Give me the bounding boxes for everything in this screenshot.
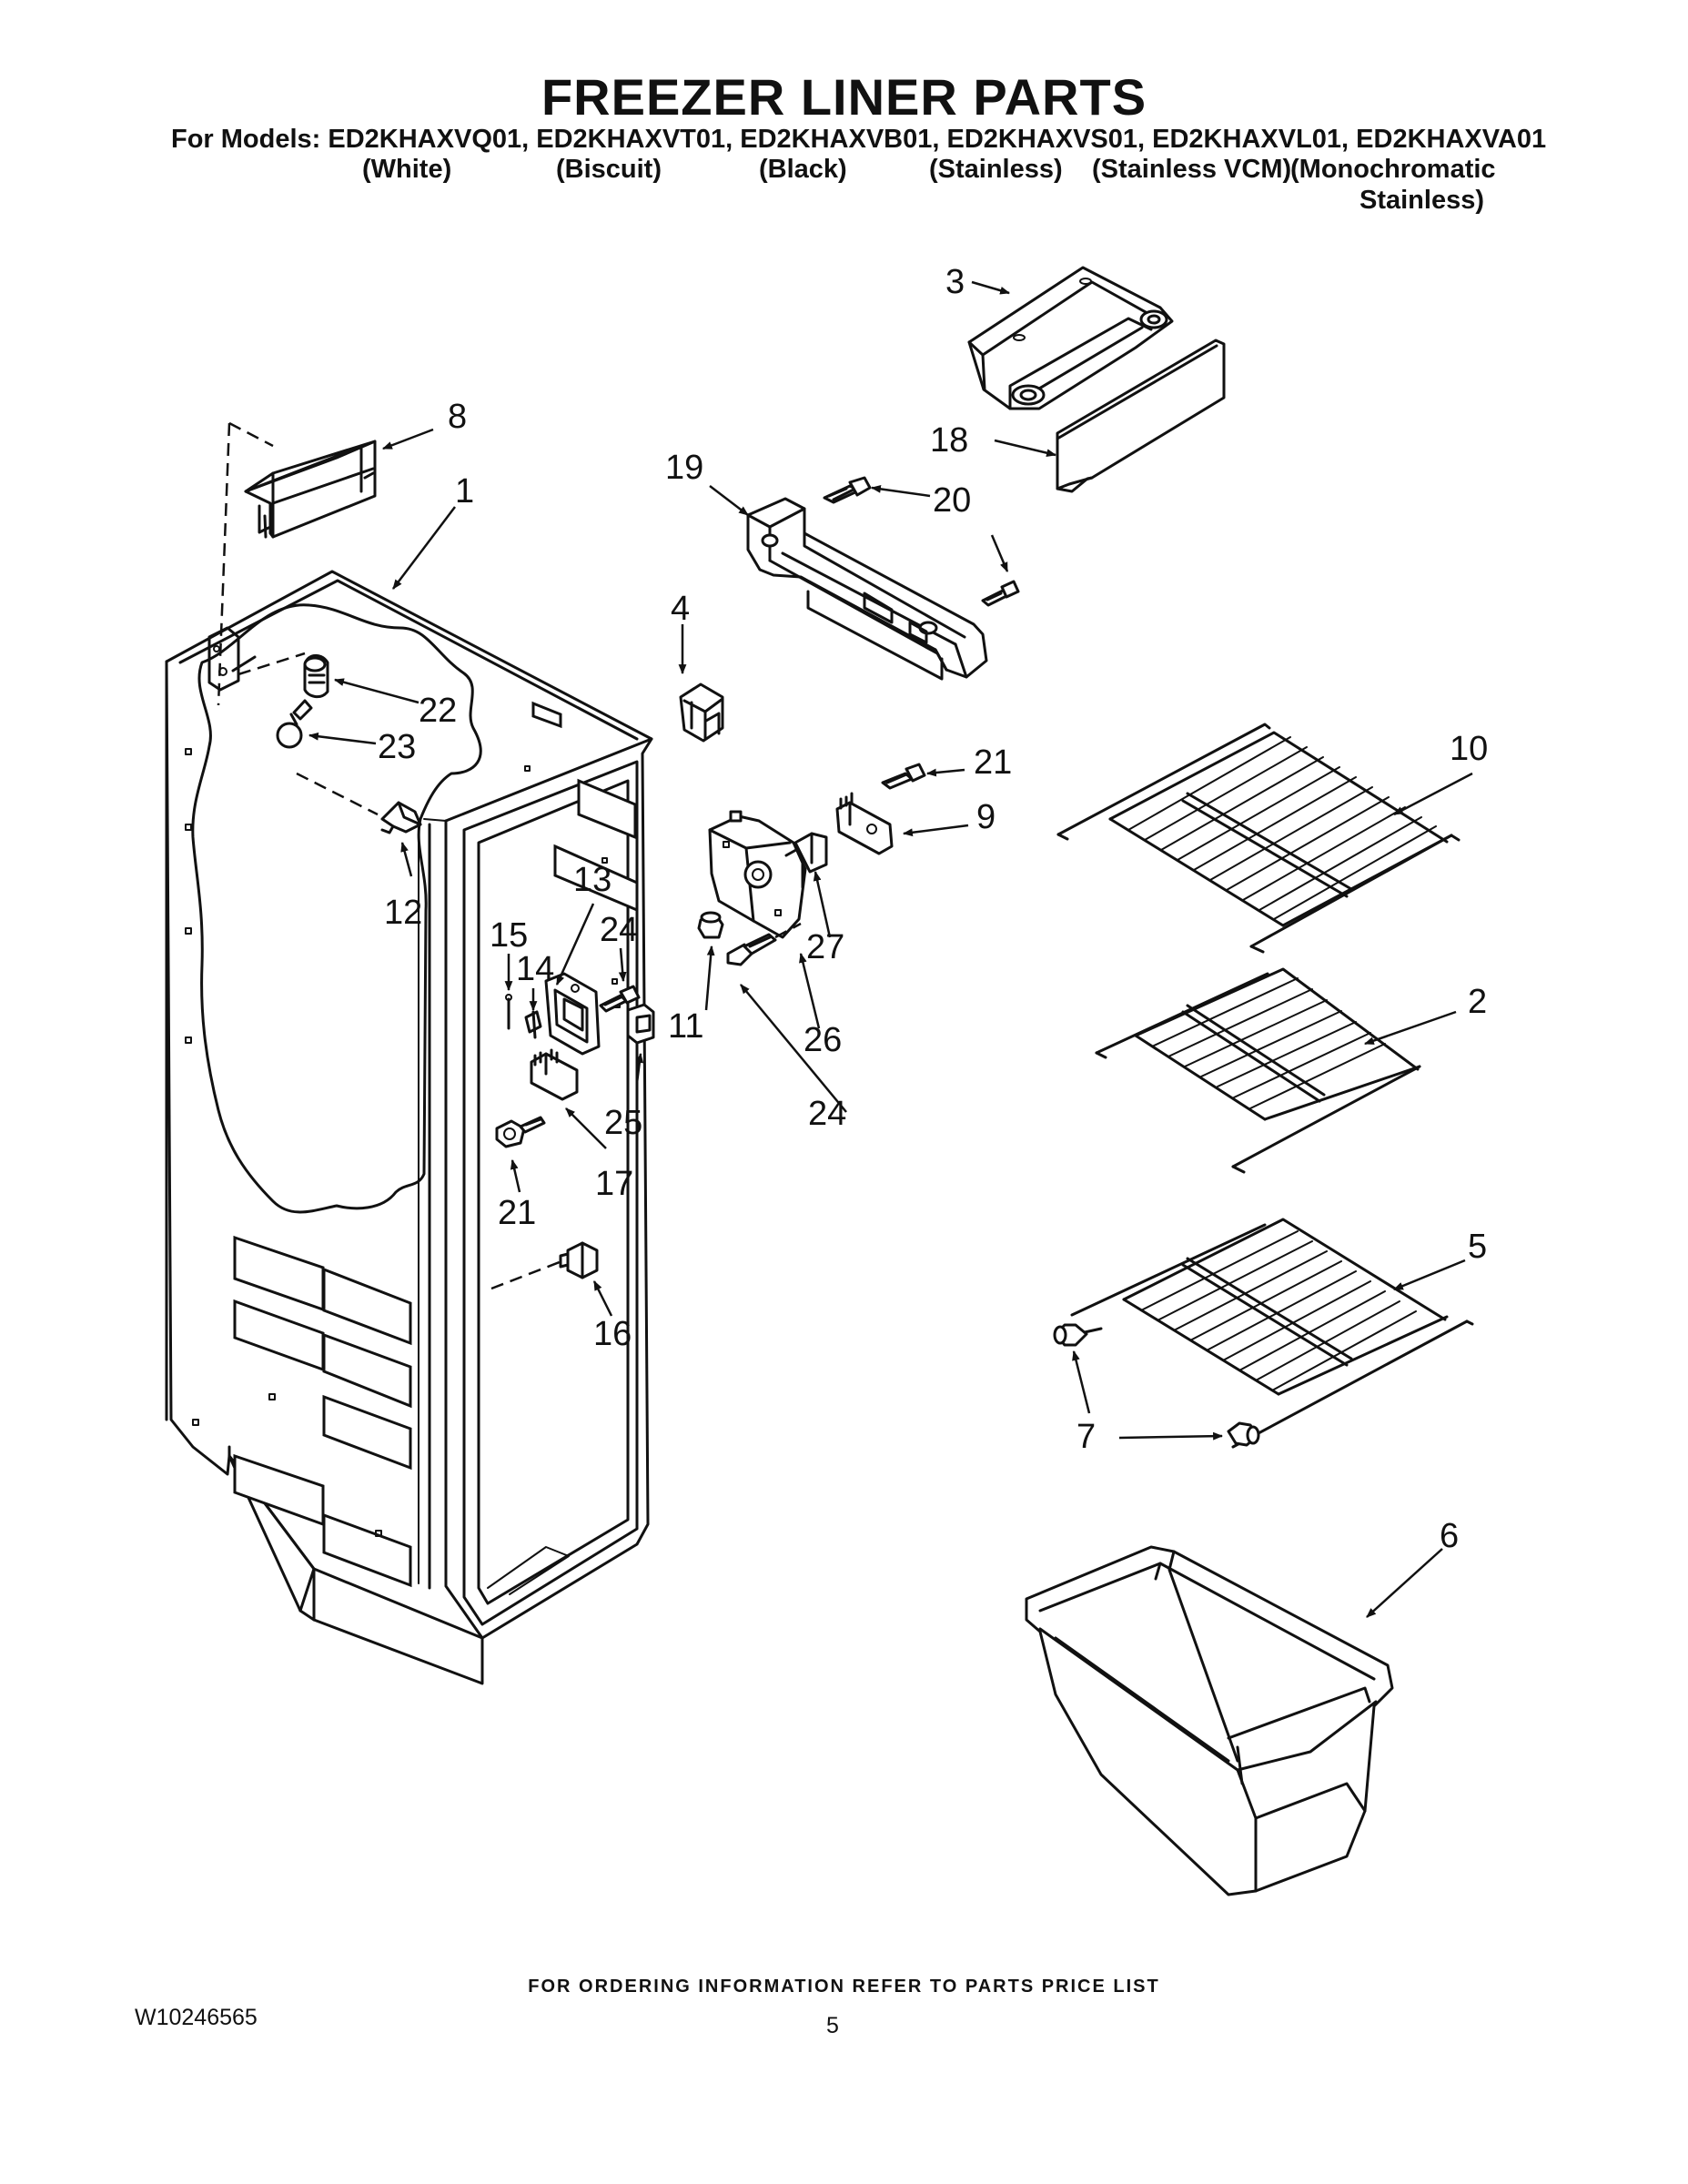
callout-17: 17 bbox=[595, 1165, 633, 1203]
callout-14: 14 bbox=[516, 950, 554, 988]
variant-stainless-vcm: (Stainless VCM) bbox=[1092, 155, 1292, 184]
page-title: FREEZER LINER PARTS bbox=[541, 68, 1147, 126]
part-16-connector bbox=[559, 1241, 599, 1279]
callout-24-upper: 24 bbox=[600, 911, 638, 949]
variant-white: (White) bbox=[362, 155, 452, 184]
part-5-wire-shelf bbox=[1070, 1218, 1474, 1449]
part-11-plug bbox=[697, 911, 724, 939]
part-27-bracket bbox=[793, 832, 828, 874]
callout-labels: 1 2 3 4 5 6 7 8 9 10 11 12 13 14 15 16 1… bbox=[378, 263, 1488, 1555]
part-6-storage-bin bbox=[1025, 1545, 1394, 1896]
part-20-screw-a bbox=[823, 476, 872, 504]
callout-7: 7 bbox=[1076, 1418, 1096, 1456]
callout-11: 11 bbox=[668, 1007, 703, 1046]
part-9-switch-board bbox=[835, 792, 894, 855]
part-7-shelf-stop-right bbox=[1227, 1421, 1260, 1447]
part-21-screw-lower bbox=[495, 1116, 546, 1148]
part-15-pin bbox=[505, 994, 512, 1030]
part-14-spring bbox=[524, 1010, 542, 1039]
callout-21-upper: 21 bbox=[974, 743, 1012, 782]
callout-13: 13 bbox=[573, 861, 612, 899]
models-line: For Models: ED2KHAXVQ01, ED2KHAXVT01, ED… bbox=[171, 125, 1547, 154]
callout-4: 4 bbox=[671, 590, 690, 628]
part-18-panel bbox=[1056, 339, 1226, 493]
part-25-clip bbox=[626, 1003, 655, 1045]
part-7-shelf-stop-left bbox=[1053, 1323, 1103, 1347]
callout-1: 1 bbox=[455, 472, 474, 511]
part-2-wire-shelf bbox=[1095, 967, 1421, 1174]
part-20-screw-b bbox=[981, 580, 1020, 607]
callout-23: 23 bbox=[378, 728, 416, 766]
variant-monochromatic: (Monochromatic bbox=[1290, 155, 1496, 184]
variant-biscuit: (Biscuit) bbox=[556, 155, 662, 184]
part-19-channel bbox=[746, 497, 988, 681]
callout-12: 12 bbox=[384, 894, 422, 932]
callout-10: 10 bbox=[1450, 730, 1488, 768]
callout-3: 3 bbox=[945, 263, 965, 301]
part-4-clip bbox=[679, 682, 724, 743]
callout-5: 5 bbox=[1468, 1228, 1487, 1266]
callout-21-lower: 21 bbox=[498, 1194, 536, 1232]
variant-monochromatic-stainless: Stainless) bbox=[1359, 186, 1484, 215]
part-13-housing bbox=[544, 972, 601, 1056]
callout-19: 19 bbox=[665, 449, 703, 487]
callout-9: 9 bbox=[976, 798, 996, 836]
callout-16: 16 bbox=[593, 1315, 632, 1353]
part-24-screw-left bbox=[599, 985, 641, 1013]
part-10-wire-shelf bbox=[1056, 723, 1461, 954]
callout-15: 15 bbox=[490, 916, 528, 955]
callout-8: 8 bbox=[448, 398, 467, 436]
document-number: W10246565 bbox=[135, 2005, 258, 2030]
callout-24-lower: 24 bbox=[808, 1095, 846, 1133]
part-23-light-bulb bbox=[276, 699, 313, 749]
part-8-light-cover-bracket bbox=[244, 440, 377, 539]
part-27-control-housing bbox=[708, 810, 807, 939]
variant-stainless: (Stainless) bbox=[929, 155, 1063, 184]
callout-26: 26 bbox=[804, 1021, 842, 1059]
part8-mounting-line bbox=[228, 421, 274, 448]
callout-6: 6 bbox=[1440, 1517, 1459, 1555]
callout-20: 20 bbox=[933, 481, 971, 520]
part-24-screw-center bbox=[726, 933, 777, 966]
callout-2: 2 bbox=[1468, 983, 1487, 1021]
part-17-board bbox=[530, 1048, 579, 1101]
page-number: 5 bbox=[826, 2013, 839, 2038]
callout-27: 27 bbox=[806, 928, 844, 966]
freezer-liner bbox=[165, 570, 653, 1685]
callout-22: 22 bbox=[419, 692, 457, 730]
part-22-light-socket bbox=[303, 653, 329, 699]
part-21-screw-upper bbox=[881, 763, 926, 790]
ordering-note: FOR ORDERING INFORMATION REFER TO PARTS … bbox=[528, 1977, 1160, 1997]
callout-25: 25 bbox=[604, 1104, 642, 1142]
variant-black: (Black) bbox=[759, 155, 847, 184]
part-3-cover bbox=[967, 266, 1174, 410]
callout-18: 18 bbox=[930, 421, 968, 460]
part-12-clip bbox=[380, 801, 422, 834]
